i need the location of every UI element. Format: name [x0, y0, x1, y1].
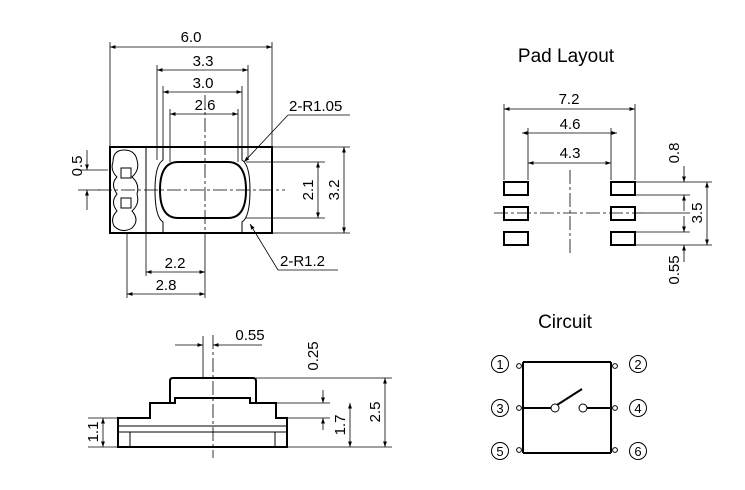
pad-right-1: [610, 181, 636, 196]
pad-left-3: [503, 231, 529, 246]
dim-0-5-label: 0.5: [69, 156, 86, 177]
side-dim-2-5-label: 2.5: [367, 402, 384, 423]
dim-3-0-label: 3.0: [193, 75, 214, 92]
pad-layout-title: Pad Layout: [518, 46, 615, 67]
terminal-3: [516, 405, 522, 411]
dim-3-3-label: 3.3: [193, 53, 214, 70]
left-terminal-outline: [111, 149, 139, 232]
terminal-1: [516, 363, 522, 369]
pin-2-label: 2: [634, 357, 641, 372]
side-dim-0-55-label: 0.55: [235, 327, 264, 344]
actuator-oval: [158, 161, 248, 219]
switch-lever: [556, 388, 583, 406]
left-terminal-pad-bottom: [120, 197, 132, 209]
pin-4-label: 4: [634, 401, 641, 416]
side-dim-1-7-label: 1.7: [332, 415, 349, 436]
side-dim-0-25-label: 0.25: [305, 341, 322, 370]
pin-1-label: 1: [496, 357, 503, 372]
switch-contact-left: [550, 403, 560, 413]
dim-4-6-label: 4.6: [560, 116, 581, 133]
dim-7-2-label: 7.2: [559, 91, 580, 108]
pad-layout: Pad Layout 7.2 4.6 4.3 0.8 3.5: [494, 46, 712, 285]
pad-left-1: [503, 181, 529, 196]
switch-contact-right: [578, 403, 588, 413]
pin-5-circle: [491, 442, 509, 460]
dim-width-label: 6.0: [181, 29, 202, 46]
pin-5-label: 5: [496, 444, 503, 459]
dim-2-2-label: 2.2: [165, 255, 186, 272]
dim-0-8-label: 0.8: [666, 143, 683, 164]
left-terminal-pad-top: [120, 167, 132, 179]
pin-6-label: 6: [634, 444, 641, 459]
side-view: 0.55 0.25 1.7 2.5 1.1: [85, 327, 392, 458]
radius-top-label: 2-R1.05: [289, 98, 342, 115]
radius-bottom-leader: [249, 223, 279, 271]
radius-top-leader: [243, 114, 289, 163]
top-view: 6.0 3.3 3.0 2.6 2-R1.05 0.5 2.1 3.2 2.2: [69, 29, 350, 298]
pin-3-label: 3: [496, 401, 503, 416]
pin-2-circle: [629, 355, 647, 373]
terminal-4: [612, 405, 618, 411]
dim-4-3-label: 4.3: [560, 145, 581, 162]
terminal-5: [516, 447, 522, 453]
pin-6-circle: [629, 442, 647, 460]
circuit: Circuit 1 2 3 4 5 6: [491, 312, 647, 460]
dim-2-6-label: 2.6: [195, 97, 216, 114]
pin-4-circle: [629, 399, 647, 417]
circuit-title: Circuit: [538, 312, 593, 333]
pin-3-circle: [491, 399, 509, 417]
pad-right-3: [610, 231, 636, 246]
dim-2-8-label: 2.8: [156, 277, 177, 294]
pad-left-2: [503, 206, 529, 221]
pin-1-circle: [491, 355, 509, 373]
terminal-6: [612, 447, 618, 453]
dim-2-1-label: 2.1: [300, 180, 317, 201]
dim-3-5-label: 3.5: [689, 203, 706, 224]
terminal-2: [612, 363, 618, 369]
pad-right-2: [610, 206, 636, 221]
side-body-outline: [117, 397, 288, 448]
side-dim-1-1-label: 1.1: [85, 422, 102, 443]
dim-0-55-label: 0.55: [666, 255, 683, 284]
radius-bottom-label: 2-R1.2: [280, 253, 325, 270]
dim-3-2-label: 3.2: [326, 180, 343, 201]
